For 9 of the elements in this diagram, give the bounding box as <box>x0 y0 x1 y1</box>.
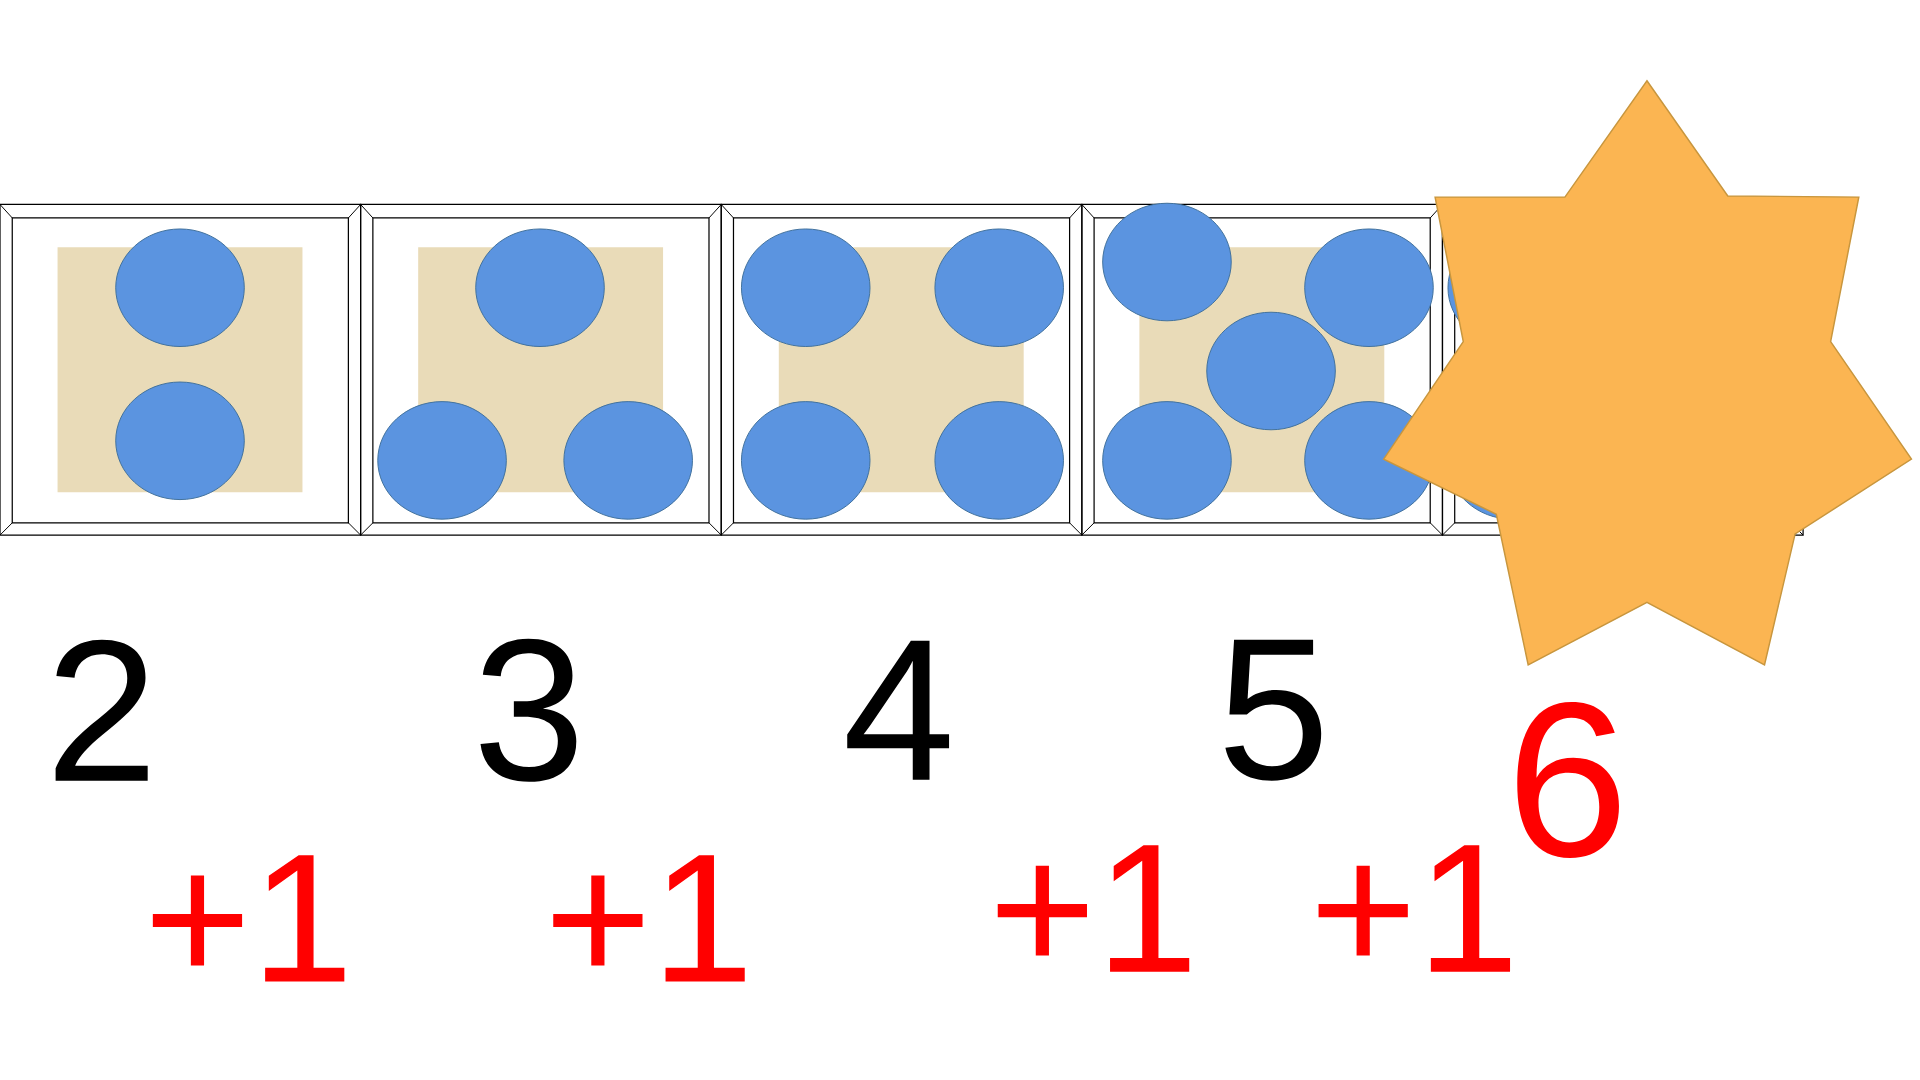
increment-label: +1 <box>553 855 745 982</box>
number-label: 4 <box>847 640 950 780</box>
increment-label: +1 <box>1318 845 1511 972</box>
increment-label: +1 <box>997 845 1190 972</box>
number-label: 6 <box>1517 701 1619 858</box>
increment-label: +1 <box>152 855 345 982</box>
number-label: 5 <box>1225 639 1322 781</box>
number-label: 2 <box>55 639 148 781</box>
number-label: 3 <box>480 638 577 782</box>
